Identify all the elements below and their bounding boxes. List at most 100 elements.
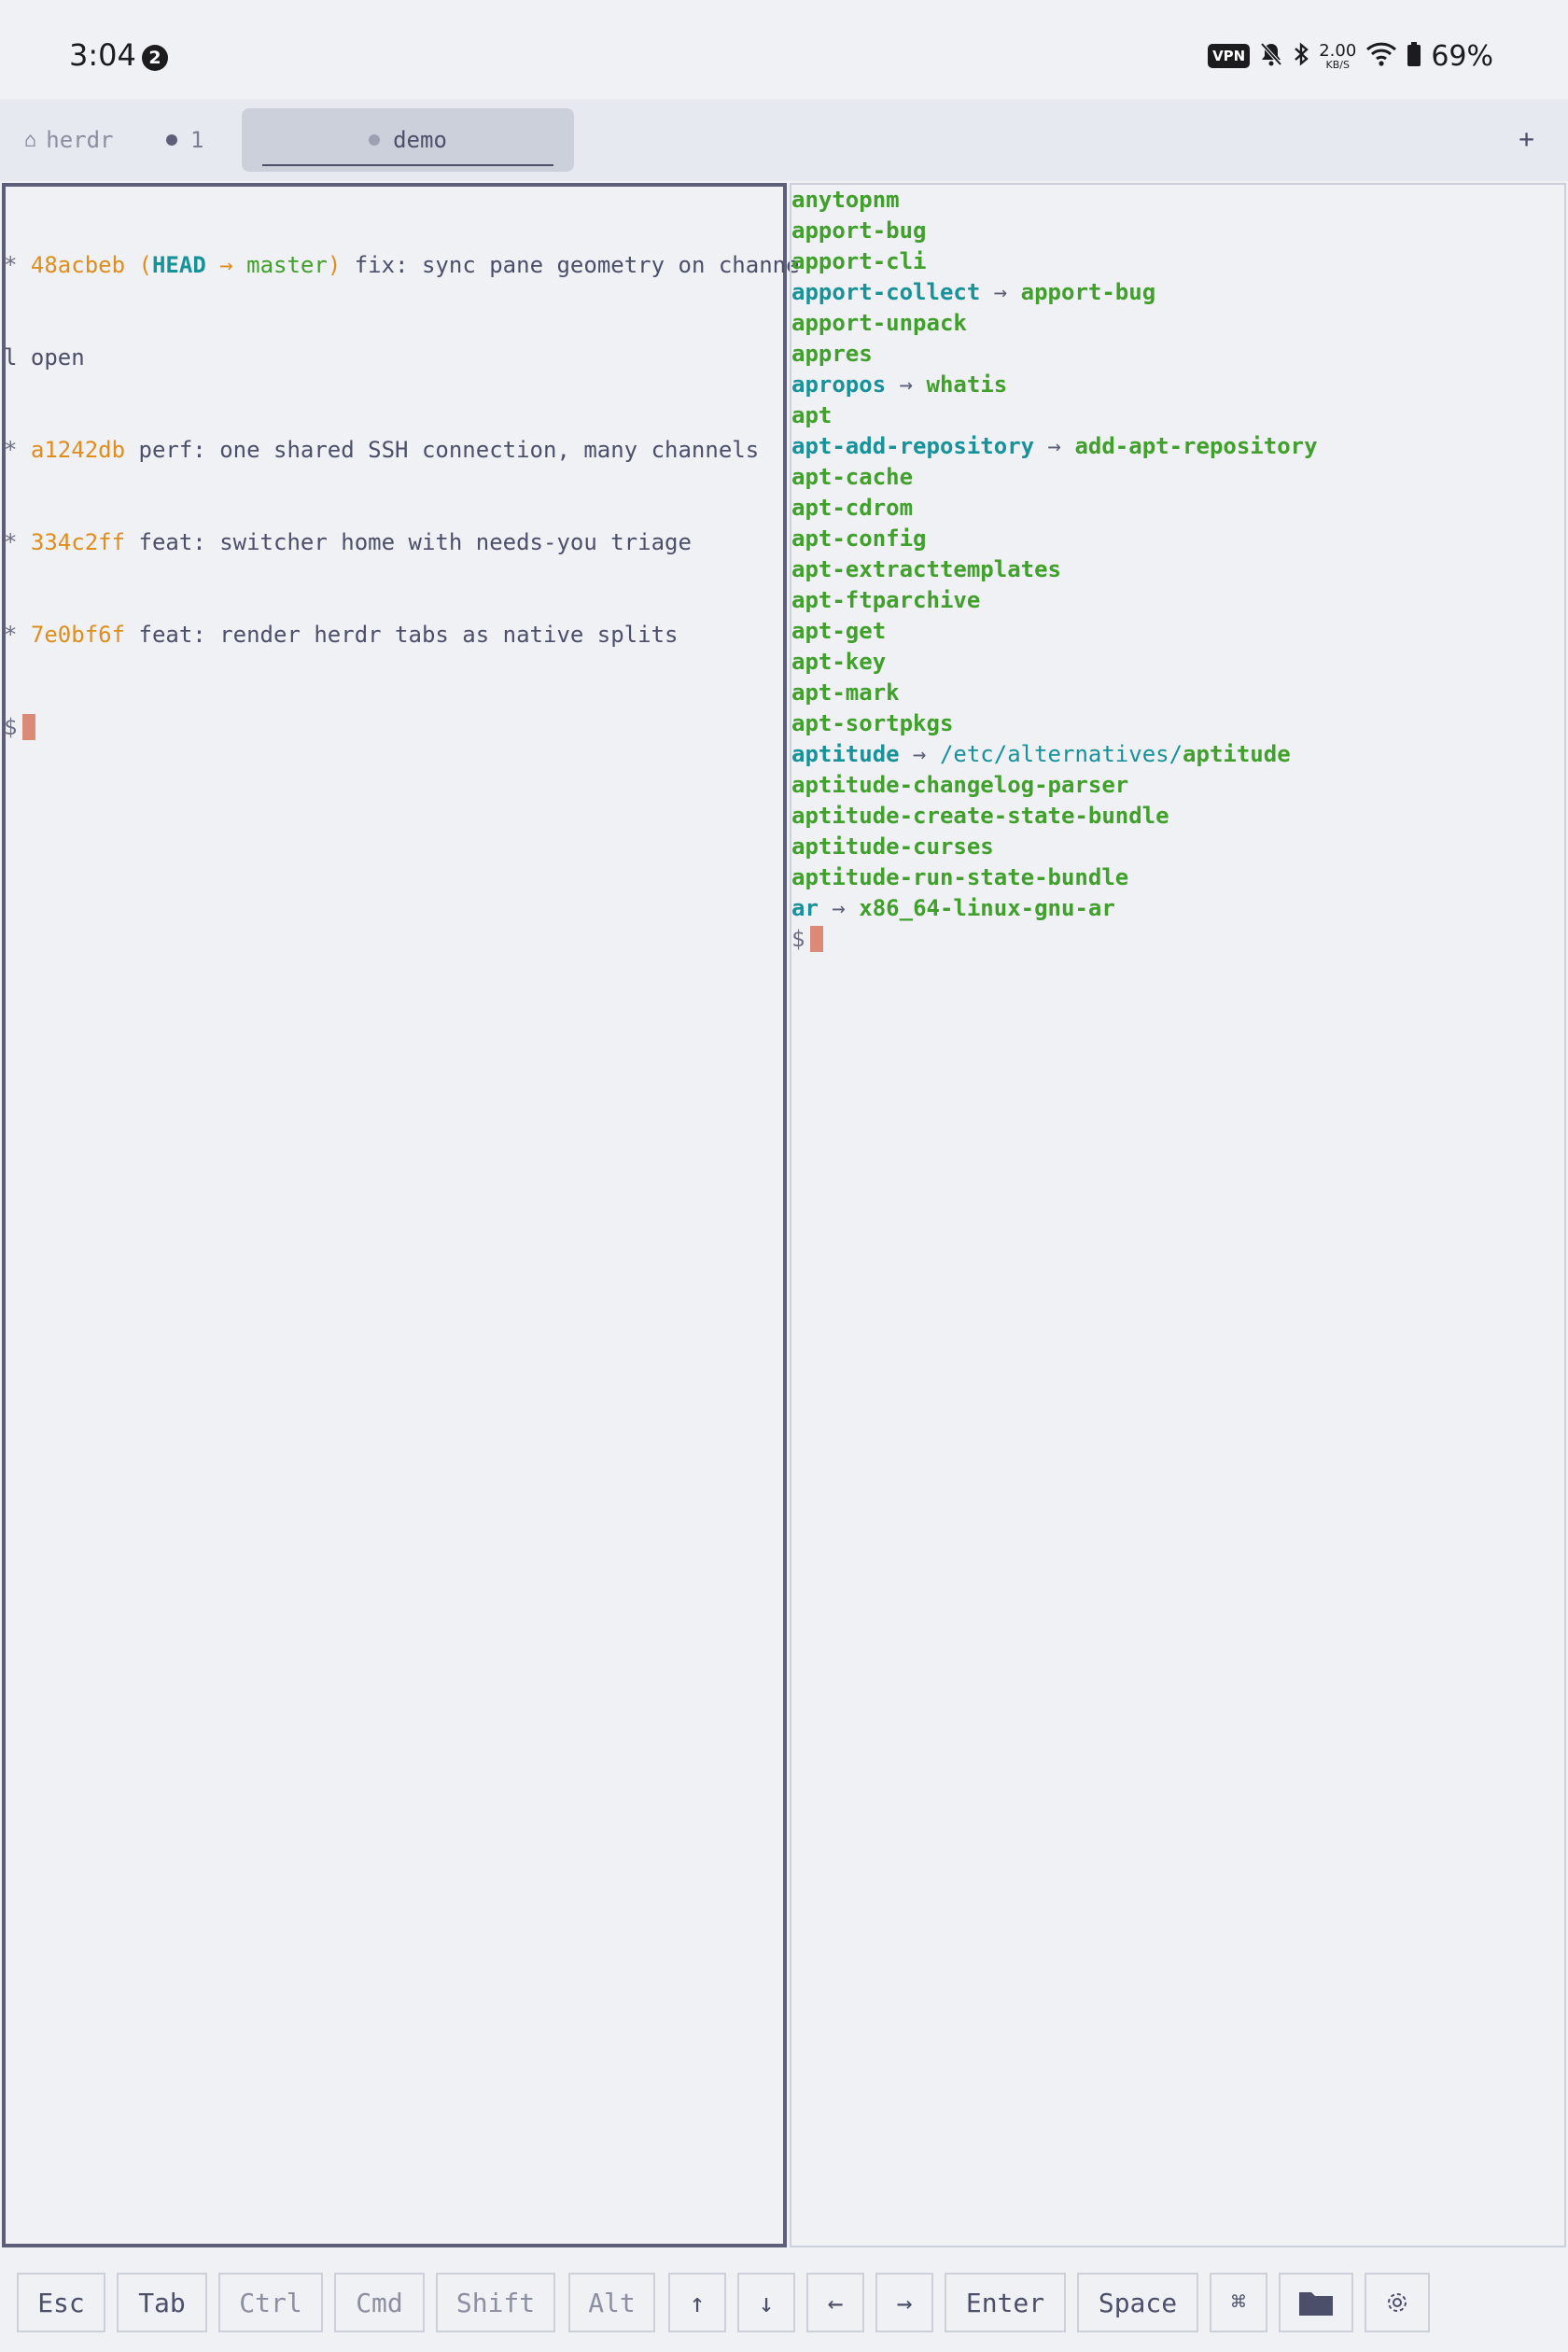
symlink-arrow: → [818, 895, 860, 921]
file-entry: aptitude → /etc/alternatives/aptitude [791, 739, 1564, 770]
file-entry: apt-ftparchive [791, 585, 1564, 616]
symlink-arrow: → [886, 371, 927, 398]
space-key[interactable]: Space [1077, 2273, 1198, 2332]
symlink-target: apport-bug [1020, 279, 1156, 305]
file-entry: anytopnm [791, 185, 1564, 216]
alt-key[interactable]: Alt [568, 2273, 655, 2332]
ctrl-key[interactable]: Ctrl [218, 2273, 323, 2332]
file-entry: apt-config [791, 524, 1564, 554]
tab-bar: ⌂ herdr 1 demo + [0, 99, 1568, 181]
git-log-line: * a1242db perf: one shared SSH connectio… [4, 437, 760, 463]
terminal-output: anytopnm apport-bug apport-cli apport-colle… [791, 185, 1564, 955]
esc-key[interactable]: Esc [17, 2273, 105, 2332]
enter-key[interactable]: Enter [945, 2273, 1066, 2332]
file-entry: apport-collect → apport-bug [791, 277, 1564, 308]
folder-icon [1298, 2289, 1334, 2317]
home-icon: ⌂ [24, 128, 37, 152]
symlink-target-dir: /etc/alternatives/ [939, 741, 1183, 767]
terminal-output: * 48acbeb (HEAD → master) fix: sync pane… [4, 189, 800, 805]
file-name: apport-cli [791, 248, 927, 274]
file-name: apt [791, 402, 833, 428]
add-tab-button[interactable]: + [1519, 123, 1534, 154]
file-entry: aptitude-run-state-bundle [791, 862, 1564, 893]
file-name: apport-unpack [791, 310, 967, 336]
git-log-line: * 334c2ff feat: switcher home with needs… [4, 529, 692, 555]
file-name: apport-collect [791, 279, 981, 305]
battery-percent: 69% [1431, 39, 1493, 73]
file-name: apt-cache [791, 464, 914, 490]
file-name: aptitude-create-state-bundle [791, 803, 1169, 829]
file-entry: apt-key [791, 647, 1564, 678]
commit-message: perf: one shared SSH connection, many ch… [125, 437, 760, 463]
symlink-target: x86_64-linux-gnu-ar [859, 895, 1115, 921]
file-entry: apport-cli [791, 246, 1564, 277]
symlink-arrow: → [980, 279, 1021, 305]
terminal-pane-right[interactable]: anytopnm apport-bug apport-cli apport-colle… [790, 183, 1566, 2247]
file-name: apt-get [791, 618, 887, 644]
git-log-line: * 7e0bf6f feat: render herdr tabs as nat… [4, 622, 679, 648]
tab-label: demo [393, 127, 447, 153]
shell-prompt: $ [4, 712, 783, 743]
file-entry: aptitude-changelog-parser [791, 770, 1564, 801]
tab-herdr[interactable]: ⌂ herdr [24, 108, 114, 172]
file-name: appres [791, 341, 873, 367]
file-entry: apt-cdrom [791, 493, 1564, 524]
tab-label: 1 [190, 127, 204, 153]
arrow-down-key[interactable]: ↓ [737, 2273, 795, 2332]
settings-button[interactable] [1365, 2273, 1430, 2332]
tab-status-dot-icon [369, 134, 381, 146]
wifi-icon [1365, 41, 1397, 71]
file-name: aptitude-run-state-bundle [791, 864, 1129, 890]
symlink-target: aptitude [1183, 741, 1291, 767]
file-name: apropos [791, 371, 887, 398]
file-entry: apt-sortpkgs [791, 708, 1564, 739]
file-name: apt-extracttemplates [791, 556, 1061, 582]
terminal-cursor [22, 714, 36, 740]
active-tab-indicator [262, 164, 553, 166]
file-name: aptitude [791, 741, 900, 767]
file-entry: aptitude-create-state-bundle [791, 801, 1564, 832]
file-entry: aptitude-curses [791, 832, 1564, 862]
symlink-arrow: → [899, 741, 940, 767]
gear-icon [1384, 2289, 1410, 2316]
terminal-pane-left[interactable]: * 48acbeb (HEAD → master) fix: sync pane… [2, 183, 800, 2247]
status-time: 3:04 [69, 37, 136, 73]
file-entry: apt-cache [791, 462, 1564, 493]
battery-icon [1407, 41, 1421, 71]
file-name: aptitude-changelog-parser [791, 772, 1129, 798]
shift-key[interactable]: Shift [436, 2273, 555, 2332]
file-name: apt-mark [791, 679, 900, 706]
tab-1[interactable]: 1 [166, 108, 203, 172]
cmd-key[interactable]: Cmd [334, 2273, 425, 2332]
status-bar: 3:04 2 VPN 2.00 KB/S 69% [0, 0, 1568, 99]
head-ref: HEAD [151, 252, 206, 278]
command-symbol-key[interactable]: ⌘ [1210, 2273, 1267, 2332]
file-entry: appres [791, 339, 1564, 370]
terminal-cursor [810, 926, 824, 952]
shell-prompt: $ [791, 924, 1564, 955]
file-name: aptitude-curses [791, 833, 994, 860]
file-name: apt-key [791, 649, 887, 675]
vpn-icon: VPN [1208, 44, 1251, 68]
notification-count-badge: 2 [142, 45, 168, 71]
arrow-up-key[interactable]: ↑ [668, 2273, 726, 2332]
arrow-left-key[interactable]: ← [806, 2273, 864, 2332]
tab-demo[interactable]: demo [242, 108, 574, 172]
git-log-line: * 48acbeb (HEAD → master) fix: sync pane… [4, 252, 800, 278]
symlink-target: whatis [926, 371, 1008, 398]
bluetooth-icon [1293, 41, 1309, 71]
commit-hash: 7e0bf6f [30, 622, 126, 648]
symlink-arrow: → [1034, 433, 1075, 459]
file-name: apt-cdrom [791, 495, 914, 521]
tab-key[interactable]: Tab [117, 2273, 207, 2332]
branch-ref: master [246, 252, 328, 278]
file-entry: apt-extracttemplates [791, 554, 1564, 585]
file-entry: apt-mark [791, 678, 1564, 708]
commit-hash: a1242db [30, 437, 126, 463]
folder-button[interactable] [1279, 2273, 1353, 2332]
file-entry: apport-unpack [791, 308, 1564, 339]
file-name: apt-config [791, 525, 927, 552]
file-name: ar [791, 895, 819, 921]
file-entry: apt-add-repository → add-apt-repository [791, 431, 1564, 462]
arrow-right-key[interactable]: → [875, 2273, 933, 2332]
